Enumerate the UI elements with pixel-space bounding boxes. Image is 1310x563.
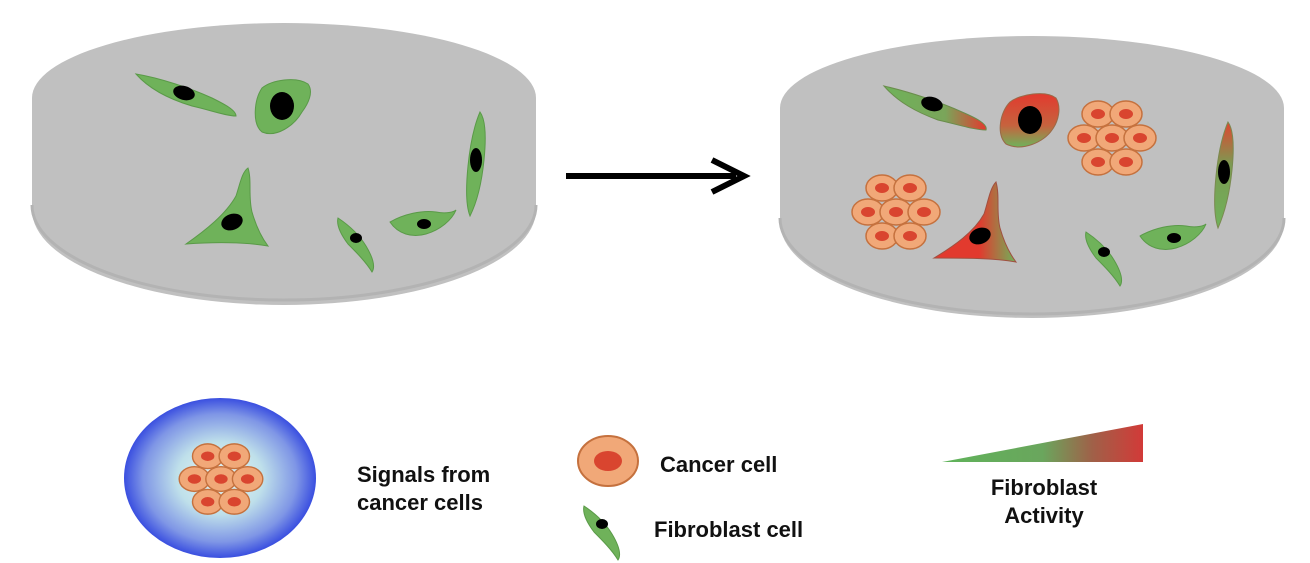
- dish-rim-shadow: [778, 217, 1286, 316]
- activated-fibroblast-cell: [882, 85, 987, 131]
- fibroblast-cell: [1139, 223, 1207, 250]
- fibroblast-cell: [389, 209, 457, 236]
- signals-label-line2: cancer cells: [357, 490, 483, 515]
- cancer-cell-label: Cancer cell: [660, 452, 778, 477]
- fibroblast-cell: [254, 79, 311, 134]
- fibroblast-cell: [134, 73, 237, 117]
- signals-label: Signals from cancer cells: [357, 461, 537, 517]
- fibroblast-activity-label: Fibroblast Activity: [964, 474, 1124, 530]
- dish-rim-shadow: [30, 204, 538, 302]
- fibroblast-cell: [337, 217, 375, 273]
- fibroblast-icon: [583, 505, 621, 561]
- fibroblast-cell: [184, 167, 270, 247]
- fibroblast-cell: [466, 111, 486, 218]
- activated-fibroblast-cell: [932, 181, 1018, 263]
- activated-fibroblast-cell: [1214, 121, 1234, 230]
- cancer-cell-icon: [577, 435, 639, 487]
- activity-label-line1: Fibroblast: [990, 475, 1098, 500]
- dish-body: [32, 23, 536, 305]
- right-culture-dish: [778, 36, 1286, 318]
- activated-fibroblast-cell: [999, 93, 1060, 148]
- activity-label-line2: Activity: [1004, 503, 1084, 528]
- dish-body: [780, 36, 1284, 318]
- fibroblast-cell: [1085, 231, 1123, 287]
- left-culture-dish: [30, 23, 538, 305]
- transition-arrow: [566, 157, 751, 195]
- fibroblast-cell-label: Fibroblast cell: [654, 517, 804, 542]
- signals-icon: [124, 398, 316, 558]
- signals-label-line1: Signals from: [357, 462, 491, 487]
- activity-gradient-wedge: [942, 424, 1143, 462]
